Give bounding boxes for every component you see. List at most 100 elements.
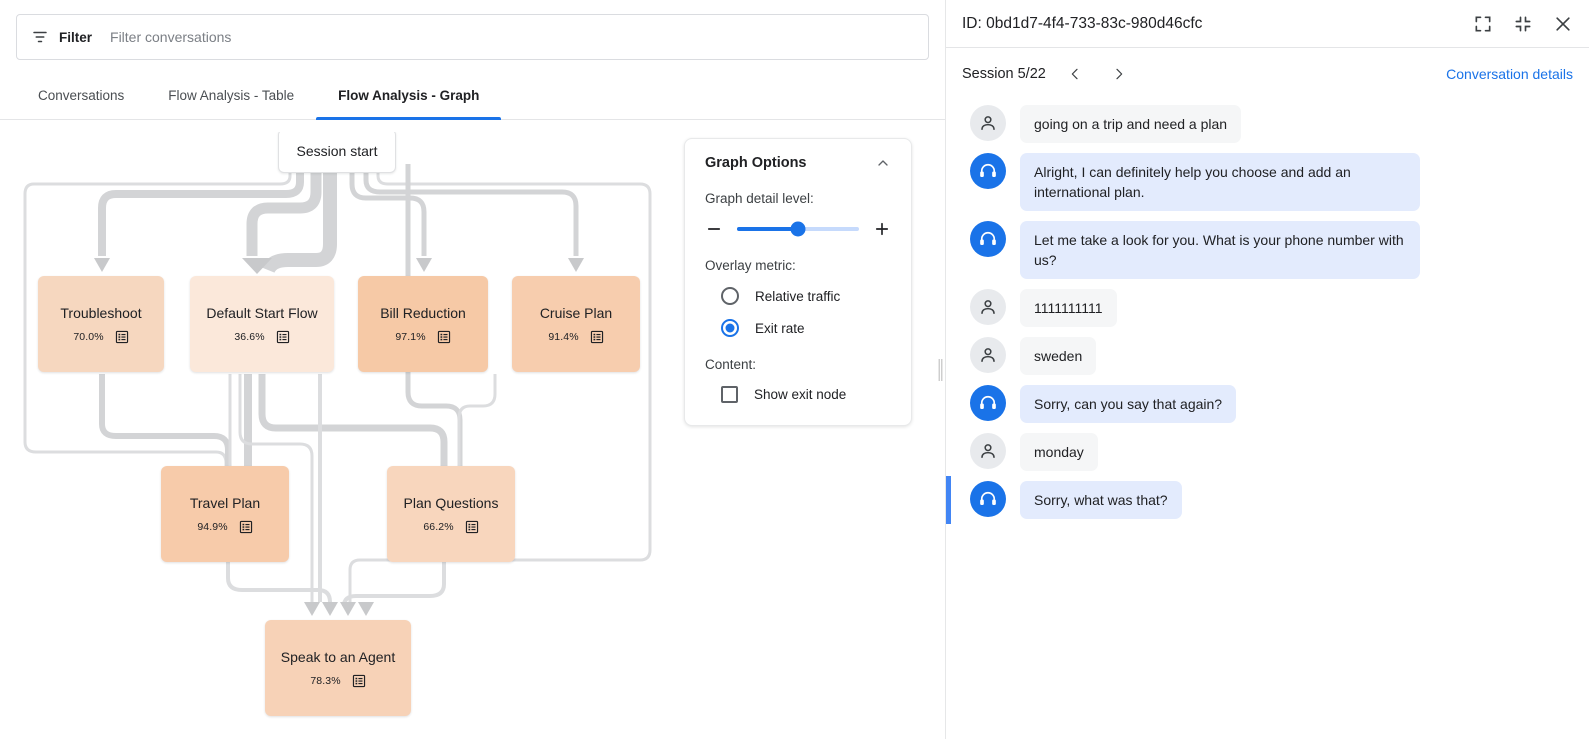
node-detail-icon[interactable] — [590, 330, 604, 344]
flow-node-title: Speak to an Agent — [280, 648, 396, 665]
node-detail-icon[interactable] — [115, 330, 129, 344]
node-detail-icon[interactable] — [239, 520, 253, 534]
filter-label: Filter — [59, 29, 93, 45]
graph-options-title: Graph Options — [705, 155, 807, 171]
agent-headset-icon — [980, 163, 996, 177]
plus-icon[interactable] — [873, 220, 891, 238]
flow-node-title: Plan Questions — [403, 494, 499, 511]
node-detail-icon[interactable] — [437, 330, 451, 344]
node-session-start[interactable]: Session start — [278, 132, 396, 173]
message-bubble: Sorry, what was that? — [1020, 481, 1182, 519]
agent-avatar — [970, 153, 1006, 189]
detail-level-label: Graph detail level: — [705, 191, 814, 206]
flow-node-title: Travel Plan — [189, 494, 261, 511]
flow-node-exit-rate: 97.1% — [395, 330, 426, 343]
flow-node-default-start[interactable]: Default Start Flow 36.6% — [190, 276, 334, 372]
graph-options-panel: Graph Options Graph detail level: — [684, 138, 912, 426]
conversation-pane: ID: 0bd1d7-4f4-733-83c-980d46cfc Session… — [946, 0, 1589, 739]
message-row[interactable]: Alright, I can definitely help you choos… — [946, 148, 1575, 216]
chevron-left-icon — [1071, 68, 1078, 80]
prev-session-button[interactable] — [1060, 59, 1090, 89]
graph-options-header: Graph Options — [705, 155, 891, 171]
flow-node-speak-to-agent[interactable]: Speak to an Agent 78.3% — [265, 620, 411, 716]
tab-conversations[interactable]: Conversations — [38, 88, 125, 103]
tab-flow-analysis-graph[interactable]: Flow Analysis - Graph — [316, 72, 502, 120]
flow-node-meta: 36.6% — [234, 330, 289, 344]
slider-thumb[interactable] — [790, 221, 806, 237]
flow-analysis-pane: Filter Conversations Flow Analysis - Tab… — [0, 0, 946, 739]
message-bubble: Alright, I can definitely help you choos… — [1020, 153, 1420, 211]
flow-node-exit-rate: 91.4% — [548, 330, 579, 343]
message-row[interactable]: Sorry, what was that? — [946, 476, 1575, 524]
message-bubble: Let me take a look for you. What is your… — [1020, 221, 1420, 279]
collapse-icon[interactable] — [1513, 14, 1533, 34]
user-avatar-icon — [981, 300, 995, 314]
minus-icon[interactable] — [705, 220, 723, 238]
session-counter: Session 5/22 — [962, 66, 1046, 82]
detail-level-slider-row — [705, 220, 891, 238]
chevron-right-icon — [1116, 68, 1123, 80]
flow-node-title: Cruise Plan — [539, 304, 613, 321]
expand-icon[interactable] — [1473, 14, 1493, 34]
filter-bar-wrap: Filter — [0, 0, 945, 60]
message-bubble: monday — [1020, 433, 1098, 471]
filter-icon — [33, 31, 47, 43]
conversation-id: ID: 0bd1d7-4f4-733-83c-980d46cfc — [962, 14, 1203, 32]
message-row[interactable]: Sorry, can you say that again? — [946, 380, 1575, 428]
next-session-button[interactable] — [1104, 59, 1134, 89]
user-avatar — [970, 337, 1006, 373]
flow-node-travel-plan[interactable]: Travel Plan 94.9% — [161, 466, 289, 562]
filter-input[interactable] — [108, 15, 914, 59]
radio-icon-relative-traffic[interactable] — [721, 287, 739, 305]
flow-node-cruise-plan[interactable]: Cruise Plan 91.4% — [512, 276, 640, 372]
flow-node-bill-reduction[interactable]: Bill Reduction 97.1% — [358, 276, 488, 372]
tab-flow-analysis-table[interactable]: Flow Analysis - Table — [168, 88, 295, 103]
checkbox-show-exit-node[interactable]: Show exit node — [705, 386, 891, 403]
drag-handle-icon — [938, 358, 942, 381]
node-detail-icon[interactable] — [465, 520, 479, 534]
flow-node-plan-questions[interactable]: Plan Questions 66.2% — [387, 466, 515, 562]
pane-splitter[interactable] — [934, 0, 945, 739]
message-bubble: sweden — [1020, 337, 1097, 375]
radio-exit-rate[interactable]: Exit rate — [705, 319, 891, 337]
message-row[interactable]: sweden — [946, 332, 1575, 380]
conversation-details-link[interactable]: Conversation details — [1446, 66, 1573, 82]
close-icon[interactable] — [1553, 14, 1573, 34]
agent-avatar — [970, 481, 1006, 517]
user-avatar — [970, 289, 1006, 325]
tab-bar: Conversations Flow Analysis - Table Flow… — [0, 72, 945, 120]
message-bubble: Sorry, can you say that again? — [1020, 385, 1237, 423]
user-avatar-icon — [981, 116, 995, 130]
detail-level-slider[interactable] — [737, 221, 859, 237]
flow-node-meta: 70.0% — [73, 330, 128, 344]
node-detail-icon[interactable] — [352, 674, 366, 688]
overlay-metric-label: Overlay metric: — [705, 258, 796, 273]
flow-node-title: Default Start Flow — [206, 304, 318, 321]
agent-headset-icon — [980, 231, 996, 245]
message-bubble: going on a trip and need a plan — [1020, 105, 1242, 143]
message-row[interactable]: monday — [946, 428, 1575, 476]
user-avatar-icon — [981, 444, 995, 458]
chevron-up-icon[interactable] — [875, 155, 891, 171]
checkbox-label-show-exit-node: Show exit node — [754, 387, 847, 402]
radio-label-exit-rate: Exit rate — [755, 320, 805, 336]
flow-node-meta: 78.3% — [310, 674, 365, 688]
flow-node-exit-rate: 94.9% — [197, 520, 228, 533]
message-row[interactable]: Let me take a look for you. What is your… — [946, 216, 1575, 284]
radio-icon-exit-rate[interactable] — [721, 319, 739, 337]
flow-node-meta: 66.2% — [423, 520, 478, 534]
node-detail-icon[interactable] — [276, 330, 290, 344]
flow-node-title: Bill Reduction — [380, 304, 466, 321]
message-row[interactable]: 1111111111 — [946, 284, 1575, 332]
message-row[interactable]: going on a trip and need a plan — [946, 100, 1575, 148]
content-label: Content: — [705, 357, 757, 372]
checkbox-icon-show-exit-node[interactable] — [721, 386, 738, 403]
user-avatar — [970, 433, 1006, 469]
flow-node-meta: 94.9% — [197, 520, 252, 534]
conversation-header: ID: 0bd1d7-4f4-733-83c-980d46cfc — [946, 0, 1589, 48]
radio-relative-traffic[interactable]: Relative traffic — [705, 287, 891, 305]
filter-bar[interactable]: Filter — [16, 14, 929, 60]
